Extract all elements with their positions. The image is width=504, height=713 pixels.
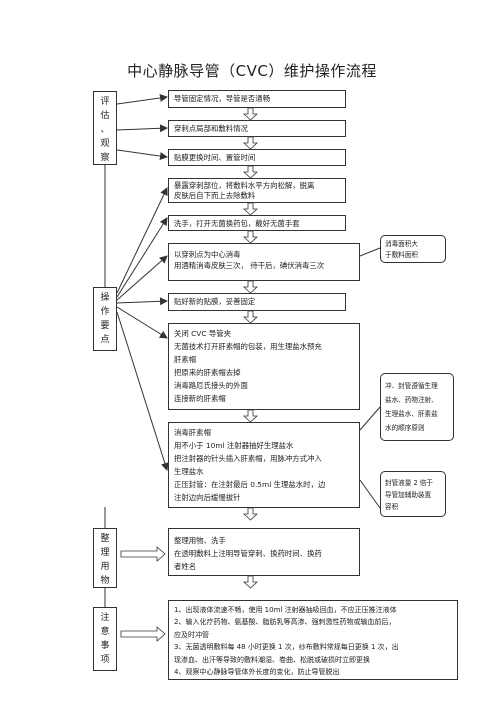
step-catheter-check: 导管固定情况，导管是否通畅 bbox=[168, 90, 346, 108]
step-organize: 整理用物、洗手 在透明敷料上注明导管穿刺、换药时间、换药 者姓名 bbox=[168, 528, 360, 576]
attention-notes: 1、出现液体流速不畅，使用 10ml 注射器抽吸回血，不应正压推注液体 2、输入… bbox=[168, 600, 458, 680]
section-operate: 操 作 要 点 bbox=[93, 287, 117, 351]
step-disinfect: 以穿刺点为中心消毒 用酒精消毒皮肤三次， 待干后，碘伏消毒三次 bbox=[168, 243, 360, 281]
page-title: 中心静脉导管（CVC）维护操作流程 bbox=[127, 62, 377, 80]
step-new-film: 贴好新的贴膜，妥善固定 bbox=[168, 293, 346, 311]
section-attention: 注 意 事 项 bbox=[93, 607, 117, 671]
section-assess: 评 估 、 观 察 bbox=[93, 91, 117, 165]
step-heparin-cap: 关闭 CVC 导管夹 无菌技术打开肝素帽的包装，用生理盐水预充 肝素帽 把原来的… bbox=[168, 323, 360, 410]
step-film-time: 贴膜更换时间、置管时间 bbox=[168, 149, 346, 166]
step-wash-hands: 洗手，打开无菌换药包，戴好无菌手套 bbox=[168, 215, 346, 231]
note-seal-volume: 封管液量 2 倍于 导管加辅助装置 容积 bbox=[380, 471, 446, 517]
step-expose-site: 暴露穿刺部位，将敷料水平方向松解，脱离 皮肤后自下而上去除敷料 bbox=[168, 178, 346, 203]
note-disinfect-area: 消毒面积大 于敷料面积 bbox=[380, 235, 446, 263]
note-flush-order: 冲、封管遵循生理 盐水、药物注射、 生理盐水、肝素盐 水的顺序原则 bbox=[380, 373, 454, 441]
section-organize: 整 理 用 物 bbox=[93, 528, 117, 588]
step-flush: 消毒肝素帽 用不小于 10ml 注射器抽好生理盐水 把注射器的针头插入肝素帽，用… bbox=[168, 422, 360, 508]
step-puncture-site: 穿刺点局部和敷料情况 bbox=[168, 120, 346, 137]
